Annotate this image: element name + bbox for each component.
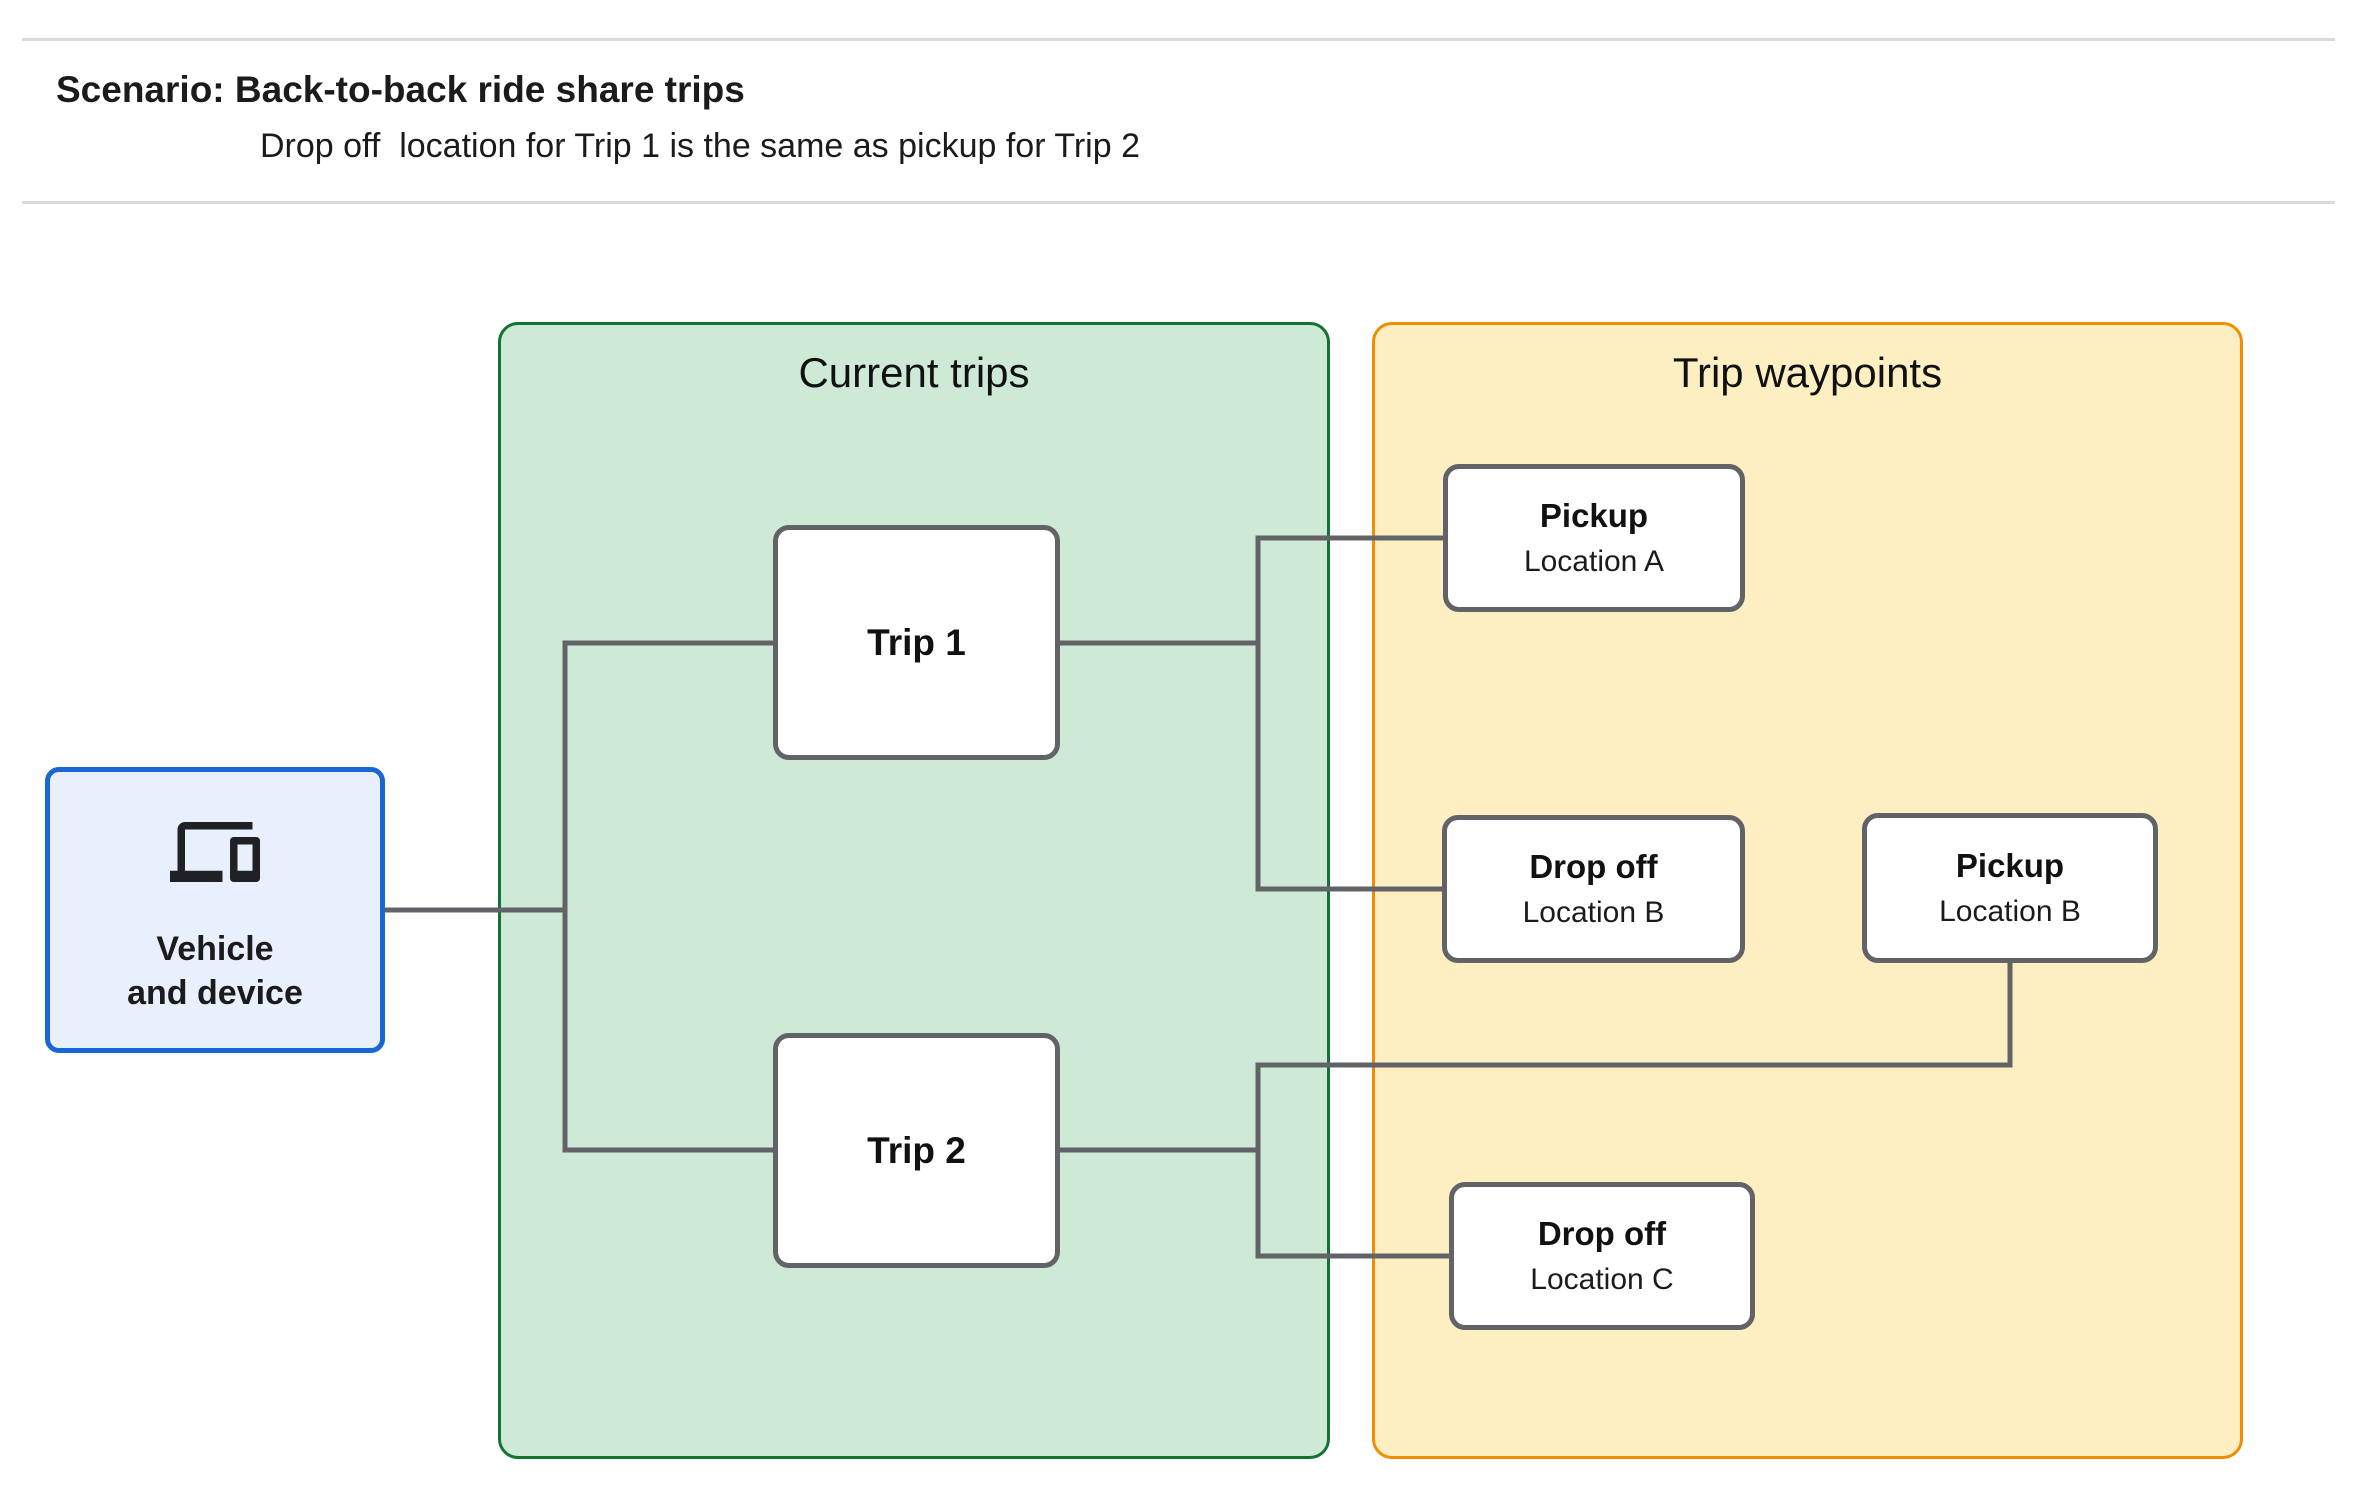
page-subtitle: Drop off location for Trip 1 is the same… bbox=[260, 127, 1140, 165]
trip-1-node: Trip 1 bbox=[773, 525, 1060, 760]
waypoint-dropoff-location-b: Drop off Location B bbox=[1442, 815, 1745, 963]
waypoint-pickup-location-a: Pickup Location A bbox=[1443, 464, 1745, 612]
vehicle-device-label-line2: and device bbox=[127, 973, 303, 1012]
vehicle-device-label: Vehicle and device bbox=[127, 928, 303, 1015]
waypoint-location: Location C bbox=[1530, 1262, 1674, 1296]
top-divider bbox=[22, 38, 2335, 41]
page-title: Scenario: Back-to-back ride share trips bbox=[56, 69, 745, 110]
trip-1-label: Trip 1 bbox=[867, 621, 966, 663]
waypoint-title: Drop off bbox=[1537, 1215, 1667, 1253]
header-divider bbox=[22, 201, 2335, 204]
panel-trip-waypoints-title: Trip waypoints bbox=[1672, 349, 1943, 396]
waypoint-dropoff-location-c: Drop off Location C bbox=[1449, 1182, 1755, 1330]
connector-trip1-to-waypoints bbox=[1060, 535, 1443, 892]
waypoint-title: Pickup bbox=[1539, 497, 1649, 535]
connector-device-to-trips bbox=[385, 640, 773, 1153]
waypoint-location: Location B bbox=[1522, 895, 1665, 929]
trip-2-node: Trip 2 bbox=[773, 1033, 1060, 1268]
waypoint-location: Location B bbox=[1939, 894, 2081, 928]
waypoint-location: Location A bbox=[1523, 544, 1665, 578]
waypoint-title: Drop off bbox=[1529, 848, 1658, 886]
vehicle-device-label-line1: Vehicle bbox=[156, 930, 274, 968]
waypoint-title: Pickup bbox=[1955, 847, 2065, 885]
panel-current-trips-title: Current trips bbox=[798, 349, 1030, 396]
devices-icon bbox=[170, 822, 260, 882]
waypoint-pickup-location-b: Pickup Location B bbox=[1862, 813, 2158, 963]
vehicle-device-node: Vehicle and device bbox=[45, 767, 385, 1053]
panel-current-trips: Current trips bbox=[498, 322, 1330, 1459]
trip-2-label: Trip 2 bbox=[867, 1129, 966, 1171]
connector-trip2-to-waypoints bbox=[1060, 963, 2013, 1259]
